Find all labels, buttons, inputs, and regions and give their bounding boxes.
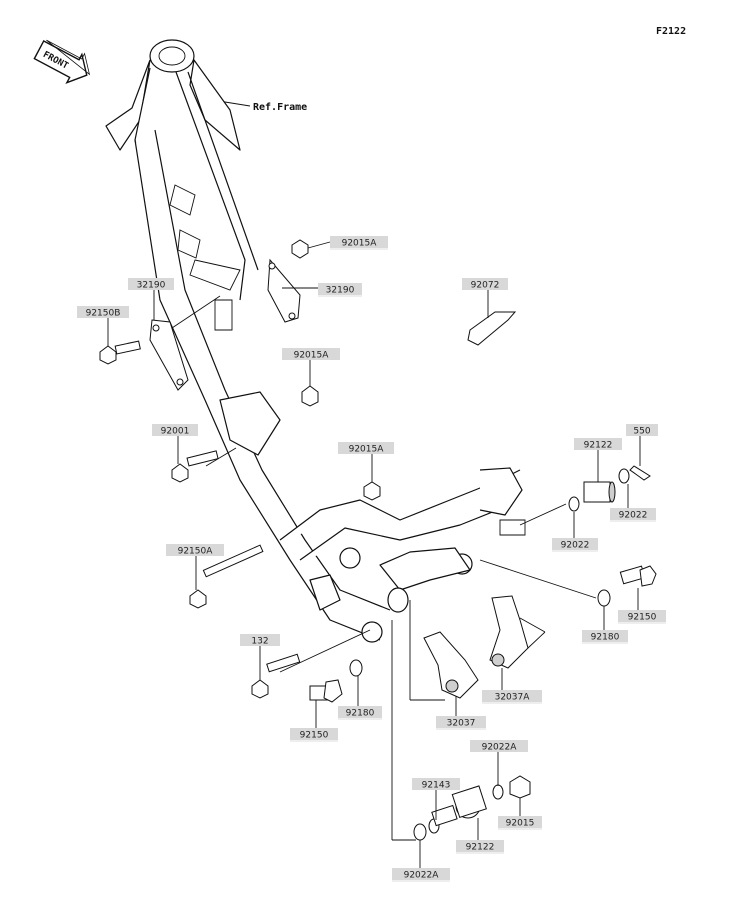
label-92180-left: 92180 — [338, 706, 382, 720]
label-92022-left: 92022 — [552, 538, 598, 552]
svg-text:92022: 92022 — [619, 511, 648, 521]
parts-drawings — [99, 239, 657, 841]
nut-92015a-lower — [363, 481, 381, 501]
label-132: 132 — [240, 634, 280, 647]
front-arrow-icon: FRONT — [33, 39, 91, 85]
label-550: 550 — [626, 424, 658, 437]
label-92150-left: 92150 — [290, 728, 338, 742]
svg-text:92015A: 92015A — [342, 239, 378, 249]
svg-text:92001: 92001 — [161, 427, 190, 437]
svg-text:92150B: 92150B — [86, 309, 121, 319]
nut-92015a-top — [291, 239, 309, 259]
bolt-92150-left — [309, 679, 343, 703]
svg-text:32190: 32190 — [326, 286, 355, 296]
label-92122-lower: 92122 — [456, 840, 504, 854]
nut-92015 — [509, 775, 531, 799]
label-92072: 92072 — [462, 278, 508, 291]
label-32037a: 32037A — [482, 690, 542, 704]
svg-text:92022A: 92022A — [482, 743, 518, 753]
svg-text:92180: 92180 — [346, 709, 375, 719]
label-92150-right: 92150 — [618, 610, 666, 624]
label-92015a-lower: 92015A — [338, 442, 394, 455]
plate-32190-right — [267, 258, 301, 323]
washer-92022-b — [568, 496, 580, 512]
pin-92143 — [428, 804, 458, 834]
label-92022a-bottom: 92022A — [392, 868, 450, 882]
label-32190-left: 32190 — [128, 278, 174, 291]
bolt-92150a — [189, 544, 264, 609]
label-92001: 92001 — [152, 424, 198, 437]
clamp-92072 — [467, 311, 517, 346]
label-92122-upper: 92122 — [574, 438, 622, 451]
svg-text:92022: 92022 — [561, 541, 590, 551]
label-92143: 92143 — [412, 778, 460, 791]
svg-text:550: 550 — [633, 427, 650, 437]
washer-92180-left — [349, 659, 363, 677]
bolt-132 — [251, 653, 301, 699]
label-92015a-top: 92015A — [330, 236, 388, 250]
collar-92122-upper — [583, 481, 616, 503]
svg-text:92015: 92015 — [506, 819, 535, 829]
svg-text:92022A: 92022A — [404, 871, 440, 881]
svg-text:32037A: 32037A — [495, 693, 531, 703]
svg-text:132: 132 — [251, 637, 268, 647]
bolt-92150-right — [619, 565, 657, 587]
pin-550 — [629, 465, 651, 481]
svg-text:92180: 92180 — [591, 633, 620, 643]
label-92150a: 92150A — [166, 544, 224, 557]
washer-92022a — [492, 784, 504, 800]
leader-lines — [107, 241, 641, 868]
label-92150b: 92150B — [77, 306, 129, 319]
svg-text:32190: 32190 — [137, 281, 166, 291]
svg-text:92150: 92150 — [628, 613, 657, 623]
svg-text:32037: 32037 — [447, 719, 476, 729]
label-32190-right: 32190 — [318, 283, 362, 297]
label-32037: 32037 — [436, 716, 486, 730]
svg-text:92072: 92072 — [471, 281, 500, 291]
plate-32190-left — [149, 319, 189, 391]
washer-92022a-lower-left — [413, 823, 427, 841]
collar-92122-lower — [451, 785, 487, 819]
svg-text:92015A: 92015A — [349, 445, 385, 455]
svg-text:92015A: 92015A — [294, 351, 330, 361]
figure-code: F2122 — [656, 26, 686, 37]
label-92180-right: 92180 — [582, 630, 628, 644]
svg-text:92122: 92122 — [466, 843, 495, 853]
washer-92022-a — [618, 468, 630, 484]
bolt-92150b — [99, 340, 141, 365]
svg-text:92150: 92150 — [300, 731, 329, 741]
svg-text:92150A: 92150A — [178, 547, 214, 557]
bolt-92001 — [171, 450, 219, 483]
part-labels: 32190 92150B 92015A 32190 92072 92015A 9… — [77, 236, 666, 882]
link-32037 — [423, 631, 479, 699]
label-92022a-top: 92022A — [470, 740, 528, 753]
link-32037a — [489, 595, 529, 669]
svg-text:92143: 92143 — [422, 781, 451, 791]
label-92015: 92015 — [498, 816, 542, 830]
label-92015a-mid: 92015A — [282, 348, 340, 361]
washer-92180-right — [597, 589, 611, 607]
svg-text:92122: 92122 — [584, 441, 613, 451]
frame-drawing — [105, 39, 526, 643]
nut-92015a-mid — [301, 385, 319, 407]
label-92022-right: 92022 — [610, 508, 656, 522]
ref-frame-label: Ref.Frame — [253, 102, 307, 113]
